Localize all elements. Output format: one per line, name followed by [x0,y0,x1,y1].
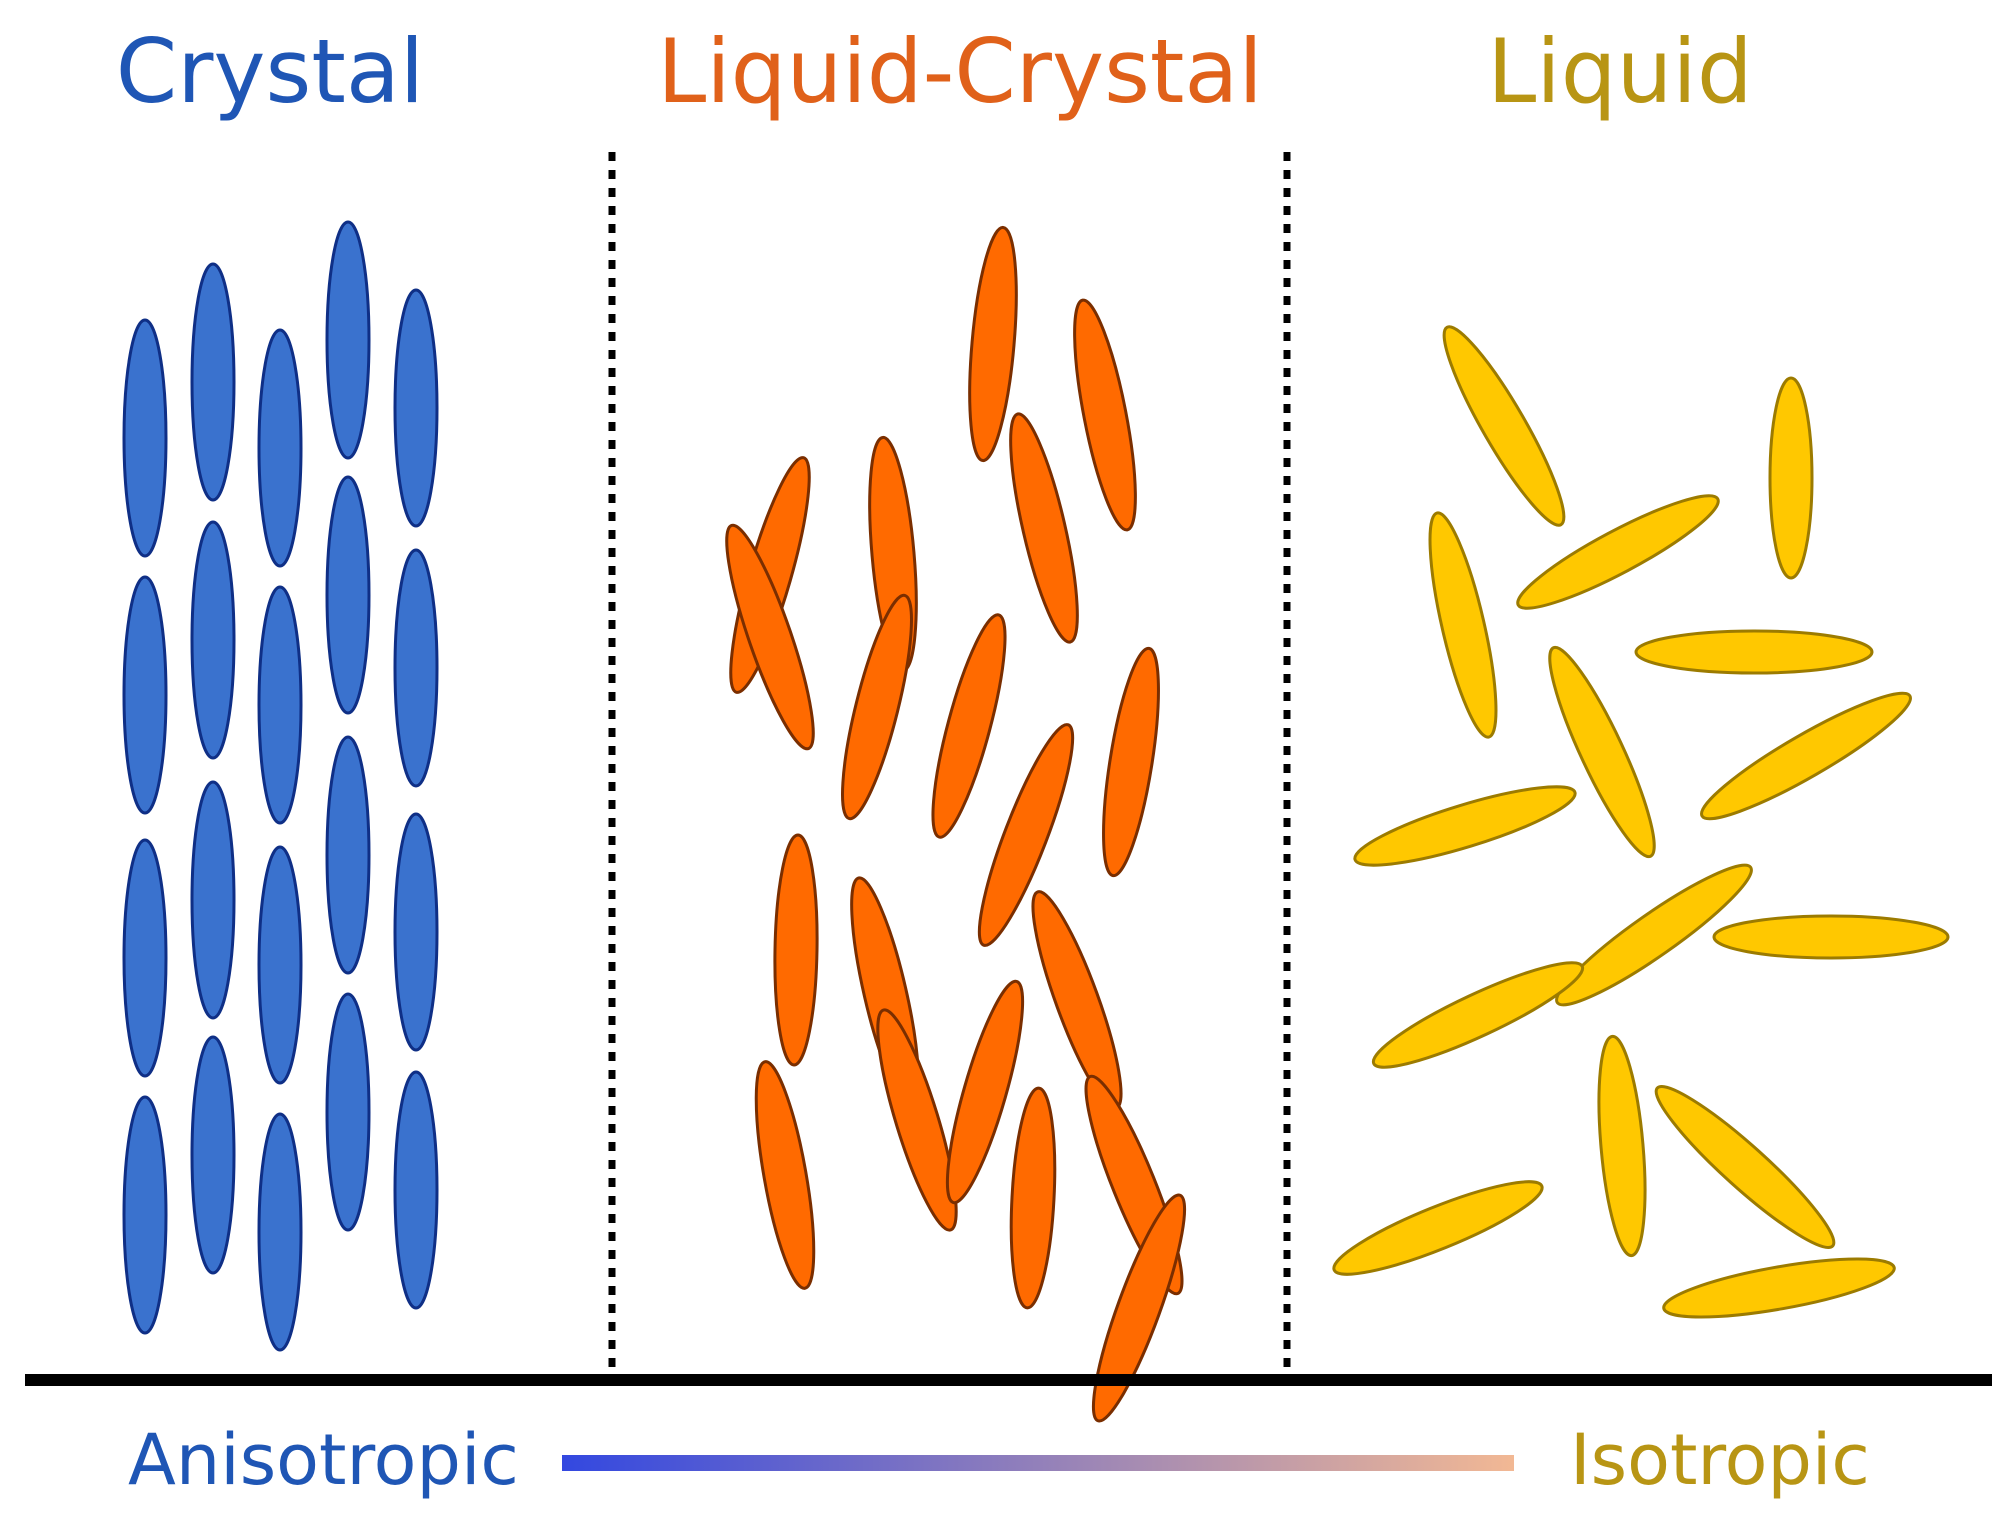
liquid-crystal-molecule [1091,1193,1187,1423]
crystal-molecule [190,262,236,502]
crystal-molecules [122,220,439,1352]
liquid-crystal-molecule [968,225,1018,463]
liquid-crystal-molecule [725,523,815,751]
crystal-molecule [257,845,303,1085]
crystal-molecule [325,475,371,715]
liquid-molecule [1332,1180,1544,1276]
liquid-crystal-molecule [876,1008,958,1232]
liquid-molecule [1428,511,1498,739]
liquid-crystal-molecules [725,225,1187,1423]
liquid-molecule [1516,494,1720,610]
liquid-crystal-molecule [931,613,1007,839]
crystal-molecule [257,328,303,568]
crystal-molecule [257,585,303,825]
crystal-molecule [393,812,439,1052]
liquid-molecule [1353,785,1577,867]
liquid-molecules [1332,325,1950,1319]
crystal-molecule [122,575,168,815]
liquid-molecule [1712,914,1950,960]
crystal-molecule [393,1070,439,1310]
liquid-molecule [1768,376,1814,580]
liquid-crystal-molecule [945,979,1025,1205]
order-gradient-bar [562,1455,1514,1471]
liquid-title: Liquid [1487,20,1752,123]
liquid-crystal-molecule [1009,1086,1057,1310]
liquid-molecule [1371,961,1585,1069]
crystal-molecule [257,1112,303,1352]
liquid-molecule [1548,645,1656,859]
liquid-crystal-molecule [1073,298,1137,532]
liquid-crystal-molecule [1102,646,1160,878]
crystal-molecule [122,318,168,558]
crystal-molecule [190,520,236,760]
liquid-crystal-molecule [841,593,913,821]
liquid-molecule [1555,863,1753,1007]
crystal-molecule [190,780,236,1020]
liquid-crystal-molecule [754,1060,816,1290]
liquid-crystal-molecule [773,833,819,1067]
crystal-molecule [325,220,371,460]
crystal-molecule [190,1035,236,1275]
liquid-crystal-molecule [1009,412,1079,644]
liquid-molecule [1442,325,1566,527]
liquid-crystal-molecule [977,723,1075,947]
crystal-molecule [325,735,371,975]
liquid-crystal-title: Liquid-Crystal [657,20,1263,123]
crystal-molecule [122,838,168,1078]
anisotropic-label: Anisotropic [128,1419,519,1501]
liquid-molecule [1662,1257,1896,1319]
isotropic-label: Isotropic [1570,1419,1870,1501]
crystal-molecule [393,288,439,528]
liquid-molecule [1700,691,1912,821]
crystal-molecule [325,992,371,1232]
crystal-molecule [393,548,439,788]
liquid-molecule [1654,1085,1836,1249]
liquid-crystal-molecule [1031,890,1123,1110]
liquid-molecule [1597,1034,1647,1258]
crystal-molecule [122,1095,168,1335]
crystal-title: Crystal [116,20,424,123]
liquid-molecule [1634,629,1874,675]
